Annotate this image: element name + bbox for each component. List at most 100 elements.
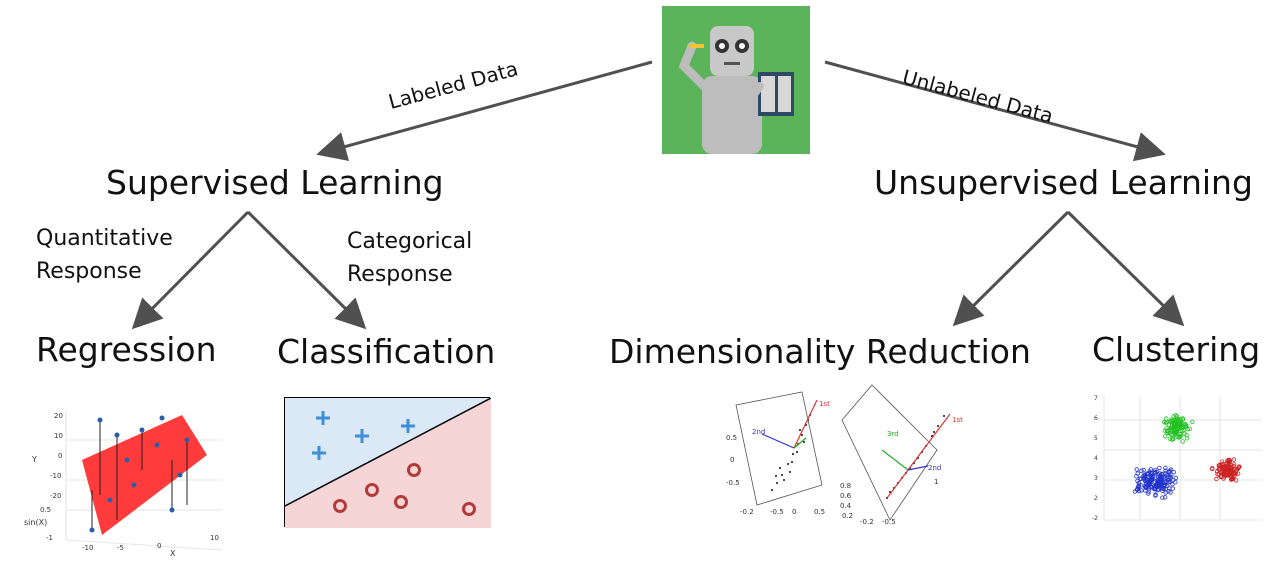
cluster-point [1222, 470, 1227, 475]
regression-y-axis-label: Y [31, 455, 37, 464]
cluster-point [1154, 483, 1159, 489]
svg-text:-2: -2 [1092, 515, 1098, 522]
cluster-point [1169, 422, 1175, 427]
pca-label-2nd-right: 2nd [928, 464, 941, 472]
cluster-point [1214, 469, 1220, 474]
cluster-point [1146, 491, 1151, 496]
cluster-point [1147, 469, 1152, 474]
svg-text:-0.5: -0.5 [882, 518, 896, 526]
cluster-point [1162, 434, 1168, 439]
cluster-point [1142, 472, 1147, 477]
svg-text:4: 4 [1094, 455, 1098, 462]
cluster-point [1149, 477, 1154, 482]
regression-sinx-label: sin(X) [24, 518, 47, 527]
cluster-point [1170, 481, 1175, 487]
svg-text:-0.2: -0.2 [740, 508, 754, 516]
cluster-point [1134, 467, 1139, 472]
cluster-point [1233, 478, 1239, 483]
cluster-point [1164, 426, 1169, 431]
cluster-point [1209, 466, 1215, 472]
cluster-point [1221, 465, 1226, 471]
cluster-point [1183, 422, 1188, 428]
regression-x-axis-label: X [170, 549, 176, 558]
cluster-point [1152, 483, 1157, 489]
cluster-point [1170, 477, 1176, 483]
svg-text:-20: -20 [50, 492, 61, 500]
cluster-point [1178, 433, 1183, 439]
cluster-point [1225, 459, 1231, 464]
pca-scatter-right [886, 415, 945, 499]
classification-node: Classification [277, 332, 496, 371]
svg-text:-10: -10 [50, 472, 61, 480]
cluster-point [1173, 432, 1178, 437]
cluster-point [1180, 416, 1185, 421]
cluster-point [1161, 474, 1166, 480]
cluster-point [1181, 427, 1187, 433]
svg-text:-0.5: -0.5 [770, 508, 784, 516]
svg-text:10: 10 [54, 432, 63, 440]
cluster-point [1233, 471, 1239, 476]
arrow-to-regression [131, 210, 250, 330]
svg-text:0: 0 [157, 542, 161, 550]
cluster-point [1146, 481, 1151, 486]
cluster-point [1138, 476, 1144, 482]
cluster-point [1168, 467, 1174, 472]
svg-text:0.5: 0.5 [814, 508, 825, 516]
robot-image [662, 6, 810, 154]
circle-markers [333, 463, 476, 516]
regression-node: Regression [36, 330, 217, 369]
cluster-point [1170, 436, 1175, 441]
cluster-point [1143, 488, 1148, 493]
pca-label-1st-left: 1st [819, 400, 830, 408]
cluster-point [1165, 430, 1170, 436]
pca-label-1st-right: 1st [952, 416, 963, 424]
cluster-point [1163, 465, 1168, 470]
svg-text:0.8: 0.8 [840, 482, 851, 490]
cluster-point [1187, 426, 1192, 432]
svg-text:-0.5: -0.5 [726, 479, 740, 487]
cluster-point [1139, 468, 1144, 473]
cluster-point [1215, 471, 1220, 477]
cluster-point [1171, 469, 1176, 475]
unsupervised-learning-node: Unsupervised Learning [874, 163, 1253, 202]
cluster-point [1144, 481, 1149, 486]
cluster-point [1174, 423, 1180, 428]
cluster-point [1153, 493, 1158, 498]
svg-text:-5: -5 [117, 544, 124, 552]
svg-text:2: 2 [1094, 495, 1098, 502]
cluster-point [1166, 488, 1171, 494]
cluster-point [1134, 487, 1140, 492]
cluster-point [1173, 430, 1179, 435]
cluster-point [1134, 473, 1139, 479]
cluster-point [1231, 462, 1237, 467]
svg-text:0.5: 0.5 [726, 434, 737, 442]
cluster-point [1184, 423, 1189, 428]
cluster-point [1161, 486, 1166, 492]
svg-text:0.2: 0.2 [842, 512, 853, 520]
cluster-point [1235, 471, 1241, 476]
svg-text:7: 7 [1094, 395, 1098, 402]
svg-text:0.6: 0.6 [840, 492, 852, 500]
cluster-point [1160, 480, 1165, 485]
svg-text:-10: -10 [82, 544, 93, 552]
svg-text:1: 1 [934, 478, 938, 486]
arrow-to-dimred [952, 210, 1070, 327]
svg-text:0: 0 [58, 452, 62, 460]
cluster-point [1154, 478, 1159, 483]
arrow-to-clustering [1066, 210, 1185, 327]
categorical-response-label: Categorical Response [347, 229, 473, 287]
cluster-point [1231, 471, 1236, 477]
cluster-point [1155, 474, 1161, 479]
cluster-point [1226, 461, 1231, 467]
cluster-point [1232, 466, 1237, 472]
arrow-to-supervised [316, 60, 653, 162]
pca-label-3rd-right: 3rd [887, 430, 899, 438]
cluster-point [1162, 495, 1168, 500]
cluster-point [1190, 419, 1195, 424]
cluster-point [1157, 465, 1162, 471]
cluster-point [1152, 469, 1158, 474]
cluster-point [1172, 432, 1178, 437]
clustering-node: Clustering [1092, 330, 1261, 369]
